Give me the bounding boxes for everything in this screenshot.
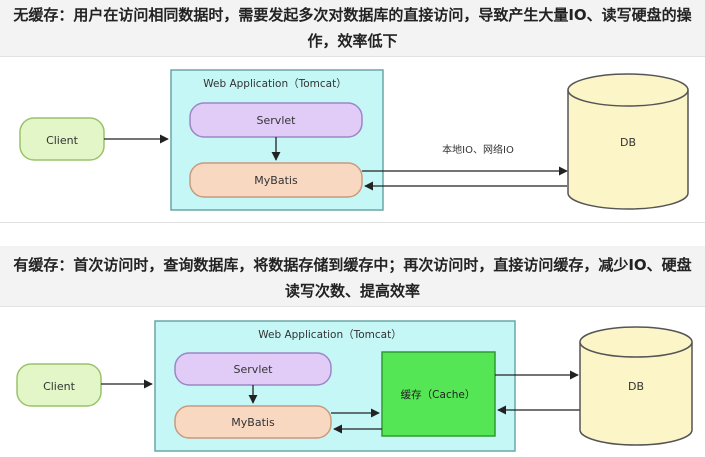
divider xyxy=(0,306,705,307)
mybatis-node xyxy=(189,162,363,198)
client-node xyxy=(16,363,102,407)
mybatis-node xyxy=(174,405,332,439)
diagram-no-cache: Client Web Application（Tomcat） Servlet M… xyxy=(19,69,689,211)
divider xyxy=(0,56,705,57)
cache-node xyxy=(381,351,496,437)
io-label: 本地IO、网络IO xyxy=(442,143,514,156)
cache-label: 缓存（Cache） xyxy=(401,388,476,401)
diagram-with-cache: Client Web Application（Tomcat） Servlet M… xyxy=(16,320,693,452)
section-2-header: 有缓存：首次访问时，查询数据库，将数据存储到缓存中；再次访问时，直接访问缓存，减… xyxy=(0,246,705,306)
db-label: DB xyxy=(620,136,636,149)
client-label: Client xyxy=(46,134,79,147)
servlet-label: Servlet xyxy=(234,363,274,376)
db-cylinder xyxy=(579,326,693,446)
mybatis-label: MyBatis xyxy=(231,416,275,429)
divider xyxy=(0,222,705,223)
mybatis-label: MyBatis xyxy=(254,174,298,187)
servlet-label: Servlet xyxy=(257,114,297,127)
client-label: Client xyxy=(43,380,76,393)
web-application-title: Web Application（Tomcat） xyxy=(203,78,347,90)
db-label: DB xyxy=(628,380,644,393)
db-cylinder xyxy=(567,73,689,210)
section-1-header: 无缓存：用户在访问相同数据时，需要发起多次对数据库的直接访问，导致产生大量IO、… xyxy=(0,0,705,56)
web-application-title: Web Application（Tomcat） xyxy=(258,329,402,341)
